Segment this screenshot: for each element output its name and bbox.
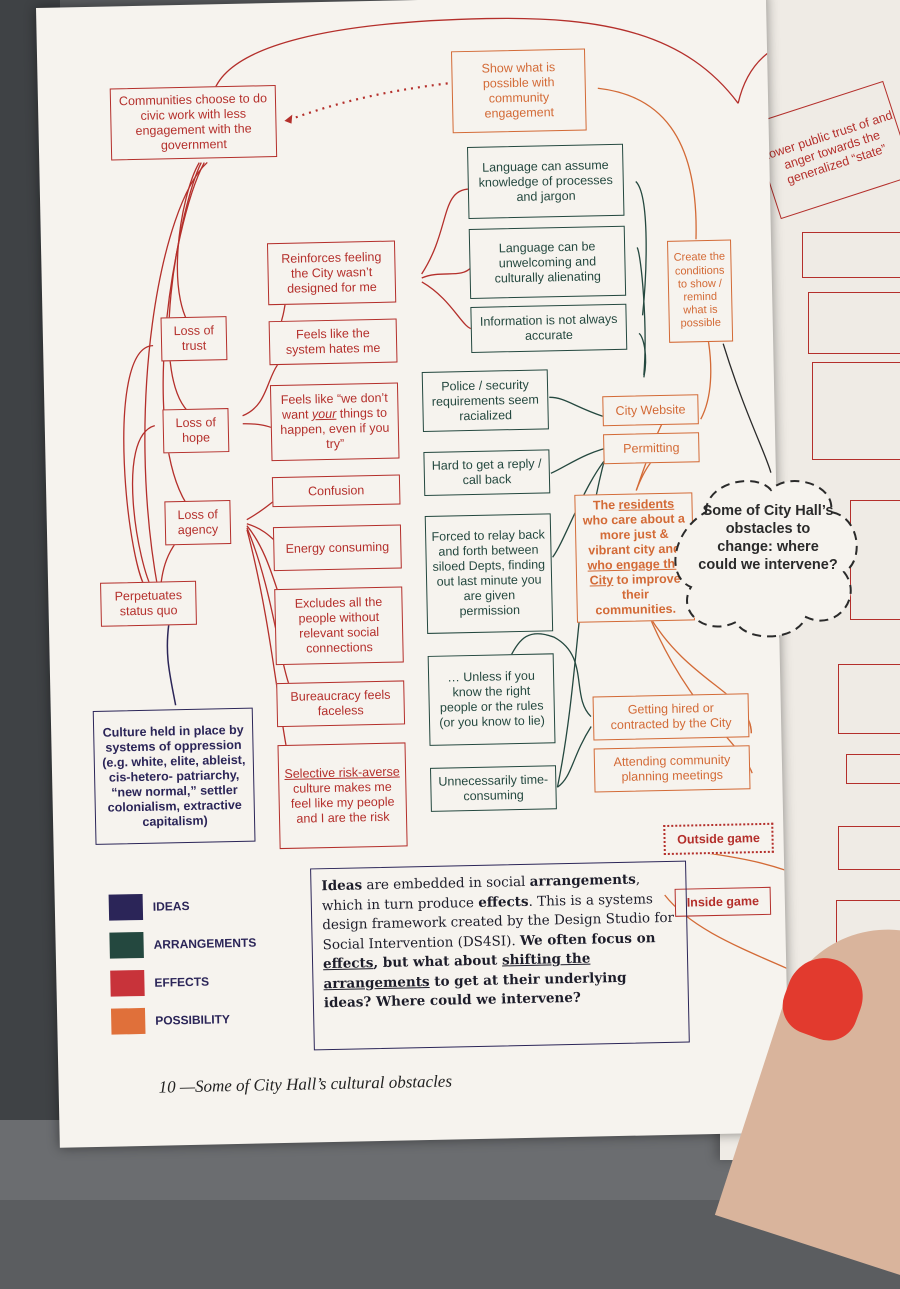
legend-swatch-possibility	[110, 1007, 146, 1035]
explanation-box: Ideas are embedded in social arrangement…	[310, 860, 690, 1051]
legend-swatch-effects	[110, 969, 145, 997]
node-outside-game: Outside game	[663, 822, 774, 856]
node-perpetuates: Perpetuates status quo	[100, 580, 197, 627]
node-create-conditions: Create the conditions to show / remind w…	[667, 239, 734, 343]
node-info-accurate: Information is not always accurate	[470, 303, 628, 353]
legend-swatch-arrangements	[109, 931, 144, 959]
node-reinforces: Reinforces feeling the City wasn’t desig…	[266, 240, 397, 306]
node-unnecessarily: Unnecessarily time-consuming	[430, 765, 557, 812]
legend-label-ideas: IDEAS	[152, 898, 190, 914]
node-lang-unwelcome: Language can be unwelcoming and cultural…	[468, 225, 627, 299]
node-lang-assume: Language can assume knowledge of process…	[467, 143, 625, 219]
node-loss-hope: Loss of hope	[162, 408, 230, 454]
node-communities: Communities choose to do civic work with…	[109, 84, 278, 161]
legend-label-arrangements: ARRANGEMENTS	[153, 935, 257, 952]
cloud-outline	[674, 480, 858, 638]
node-show-possible: Show what is possible with community eng…	[450, 48, 587, 134]
node-system-hates: Feels like the system hates me	[268, 318, 398, 366]
legend-label-effects: EFFECTS	[154, 974, 210, 990]
node-forced-relay: Forced to relay back and forth between s…	[424, 513, 554, 634]
node-civic-action	[838, 826, 900, 870]
node-lower-trust: Lower public trust of and anger towards …	[749, 80, 900, 220]
node-bureaucracy: Bureaucracy feels faceless	[276, 680, 406, 728]
node-hiring	[846, 754, 900, 784]
legend-label-possibility: POSSIBILITY	[155, 1012, 231, 1028]
node-selective: Selective risk-averse culture makes me f…	[277, 742, 408, 850]
node-many-city	[812, 362, 900, 460]
cloud-question: Some of City Hall’s obstacles to change:…	[698, 503, 838, 574]
node-loss-agency: Loss of agency	[164, 500, 232, 546]
node-excludes: Excludes all the people without relevant…	[274, 586, 404, 666]
node-feels-dont-want: Feels like “we don’t want your things to…	[269, 382, 400, 462]
node-spending	[838, 664, 900, 734]
node-energy: Energy consuming	[272, 524, 402, 572]
node-city-website: City Website	[602, 394, 699, 427]
node-loss-trust: Loss of trust	[160, 316, 228, 362]
node-hard-reply: Hard to get a reply / call back	[423, 449, 551, 496]
node-police: Police / security requirements seem raci…	[421, 369, 549, 432]
node-unless: … Unless if you know the right people or…	[427, 653, 556, 746]
node-getting-hired: Getting hired or contracted by the City	[592, 693, 750, 741]
node-witnessing	[808, 292, 900, 354]
node-inside-game: Inside game	[674, 886, 772, 917]
node-permitting: Permitting	[603, 432, 700, 465]
node-culture: Culture held in place by systems of oppr…	[92, 707, 256, 845]
node-attending: Attending community planning meetings	[593, 745, 751, 793]
node-place-share	[802, 232, 900, 278]
legend-swatch-ideas	[108, 893, 144, 921]
node-confusion: Confusion	[271, 474, 401, 508]
